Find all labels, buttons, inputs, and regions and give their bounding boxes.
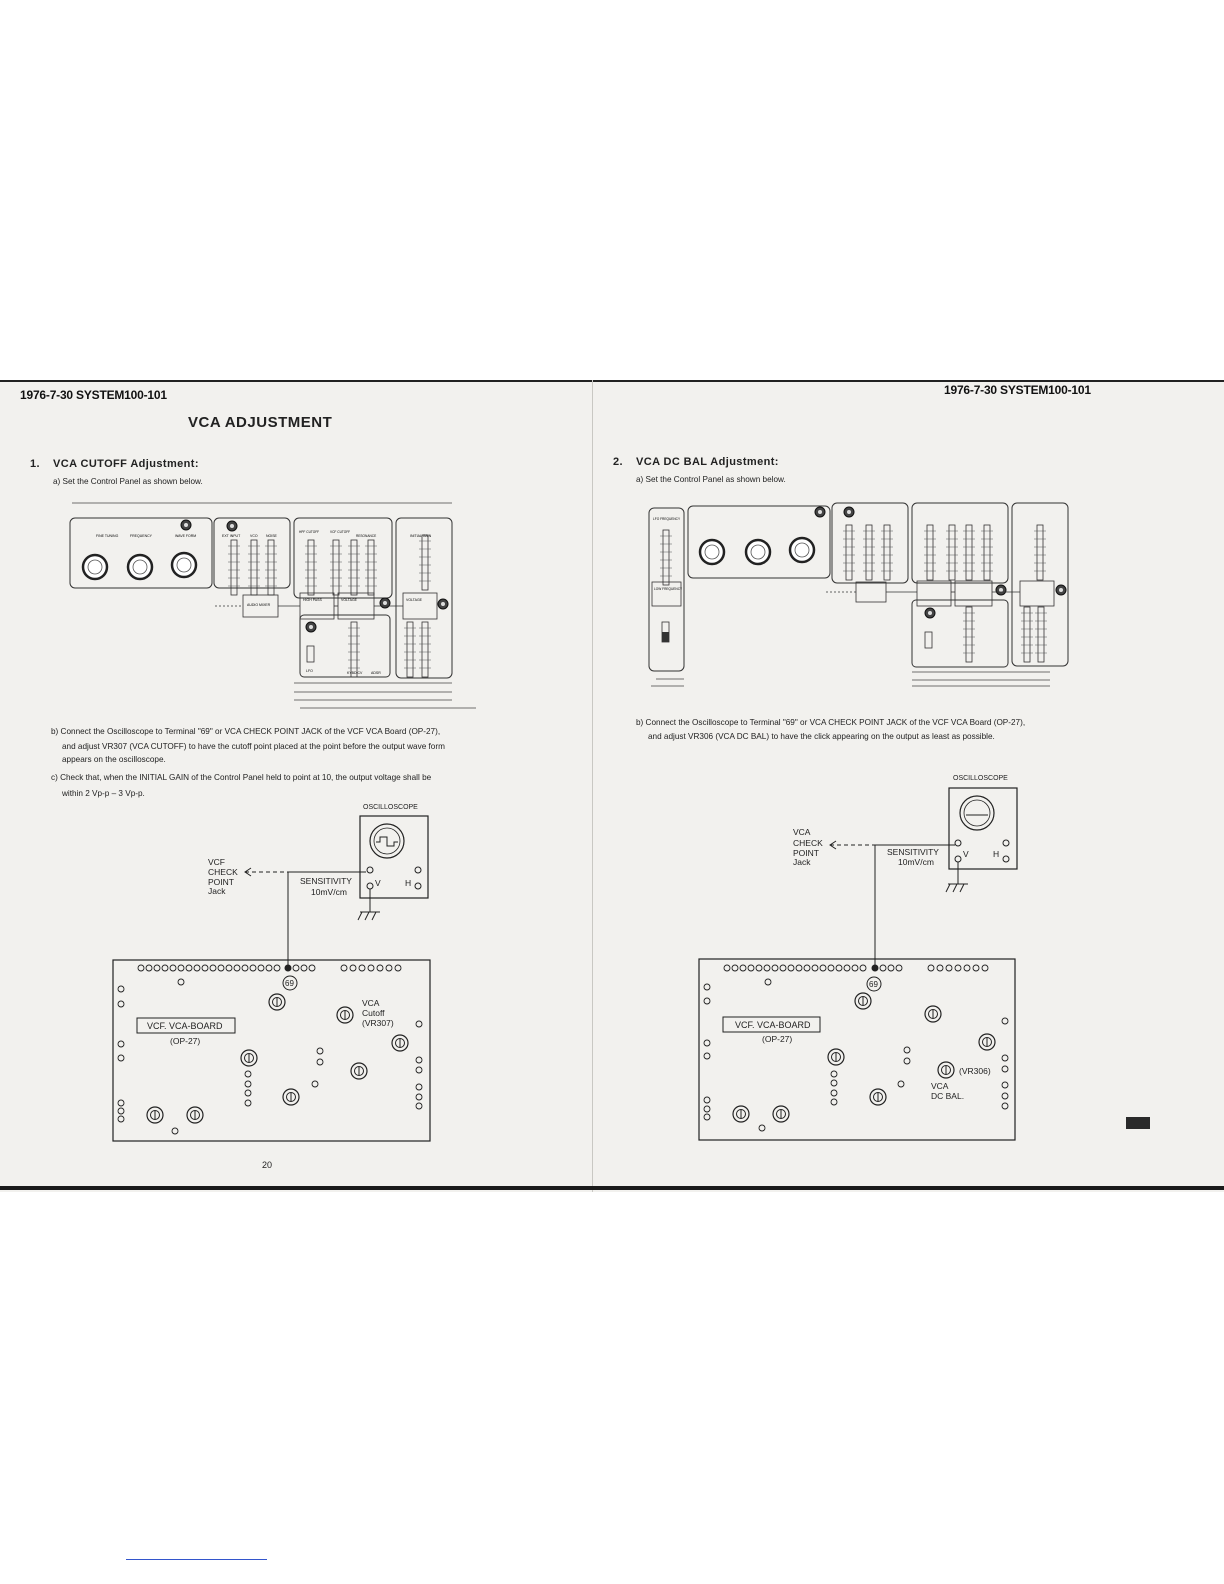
label-initial-gain: INITIAL GAIN xyxy=(410,534,432,538)
page-title: VCA ADJUSTMENT xyxy=(188,414,333,431)
left-section-title: VCA CUTOFF Adjustment: xyxy=(53,458,199,470)
label-audio-mixer: AUDIO MIXER xyxy=(247,603,271,607)
left-step-c-line1: c) Check that, when the INITIAL GAIN of … xyxy=(51,773,432,782)
left-vr-line1: VCA xyxy=(362,998,380,1008)
right-terminal-69: 69 xyxy=(869,980,878,989)
left-vr-line2: Cutoff xyxy=(362,1008,385,1018)
label-lfo-frequency: LFO FREQUENCY xyxy=(653,517,681,521)
label-vca-block: VOLTAGE xyxy=(406,598,423,602)
left-osc-v: V xyxy=(375,878,381,888)
bottom-edge xyxy=(0,1186,1224,1190)
left-sensitivity-value: 10mV/cm xyxy=(311,887,347,897)
label-ext-input: EXT INPUT xyxy=(222,534,241,538)
left-oscilloscope xyxy=(244,815,429,965)
label-lfo: LFO xyxy=(306,669,313,673)
corner-marker xyxy=(1126,1117,1150,1129)
left-check-line4: Jack xyxy=(208,886,226,896)
right-vr-line1: (VR306) xyxy=(959,1066,991,1076)
label-low-frequency-oscillator: LOW FREQUENCY xyxy=(654,587,683,591)
right-step-a: a) Set the Control Panel as shown below. xyxy=(636,475,786,484)
right-check-line1: VCA xyxy=(793,827,811,837)
blue-line xyxy=(126,1559,267,1560)
left-section-number: 1. xyxy=(30,458,40,470)
left-pcb-board xyxy=(112,959,431,1142)
left-step-c-line2: within 2 Vp-p – 3 Vp-p. xyxy=(62,789,145,798)
right-section-title: VCA DC BAL Adjustment: xyxy=(636,456,779,468)
left-check-line1: VCF xyxy=(208,857,225,867)
page-number: 20 xyxy=(262,1160,273,1170)
label-hpf-cutoff: HPF CUTOFF xyxy=(299,530,319,534)
left-step-b-line1: b) Connect the Oscilloscope to Terminal … xyxy=(51,727,441,736)
label-vcf-block: VOLTAGE xyxy=(341,598,358,602)
left-check-line3: POINT xyxy=(208,877,234,887)
left-step-b-line3: appears on the oscilloscope. xyxy=(62,755,166,764)
right-section-number: 2. xyxy=(613,456,623,468)
right-sensitivity-value: 10mV/cm xyxy=(898,857,934,867)
label-high-pass: HIGH PASS xyxy=(303,598,322,602)
label-kybd: KYBD CV xyxy=(347,671,363,675)
right-board-sub: (OP-27) xyxy=(762,1034,793,1044)
label-noise: NOISE xyxy=(266,534,278,538)
left-board-label: VCF. VCA-BOARD xyxy=(147,1021,223,1031)
right-board-label: VCF. VCA-BOARD xyxy=(735,1020,811,1030)
right-header: 1976-7-30 SYSTEM100-101 xyxy=(944,383,1091,397)
label-vco: VCO xyxy=(250,534,258,538)
right-check-line2: CHECK xyxy=(793,838,823,848)
label-wave-form: WAVE FORM xyxy=(175,534,196,538)
right-vr-line3: DC BAL. xyxy=(931,1091,965,1101)
right-oscilloscope xyxy=(829,787,1018,965)
left-step-a: a) Set the Control Panel as shown below. xyxy=(53,477,203,486)
right-check-line3: POINT xyxy=(793,848,819,858)
label-resonance: RESONANCE xyxy=(356,534,376,538)
left-check-line2: CHECK xyxy=(208,867,238,877)
left-step-b-line2: and adjust VR307 (VCA CUTOFF) to have th… xyxy=(62,742,445,751)
right-vr-line2: VCA xyxy=(931,1081,949,1091)
left-oscilloscope-label: OSCILLOSCOPE xyxy=(363,804,418,811)
right-oscilloscope-label: OSCILLOSCOPE xyxy=(953,775,1008,782)
right-control-panel: LFO FREQUENCY LOW FREQUENCY xyxy=(648,502,1069,687)
right-osc-h: H xyxy=(993,849,1000,859)
label-vcf-cutoff: VCF CUTOFF xyxy=(330,530,350,534)
right-step-b-line1: b) Connect the Oscilloscope to Terminal … xyxy=(636,718,1026,727)
label-frequency: FREQUENCY xyxy=(130,534,153,538)
label-adsr: ADSR xyxy=(371,671,381,675)
right-step-b-line2: and adjust VR306 (VCA DC BAL) to have th… xyxy=(648,732,995,741)
label-fine-tuning: FINE TUNING xyxy=(96,534,119,538)
left-header: 1976-7-30 SYSTEM100-101 xyxy=(20,388,167,402)
left-vr-line3: (VR307) xyxy=(362,1018,394,1028)
right-check-line4: Jack xyxy=(793,857,811,867)
right-sensitivity-label: SENSITIVITY xyxy=(887,847,939,857)
left-terminal-69: 69 xyxy=(285,979,294,988)
left-sensitivity-label: SENSITIVITY xyxy=(300,876,352,886)
left-osc-h: H xyxy=(405,878,412,888)
left-control-panel: FINE TUNING FREQUENCY WAVE FORM EXT INPU… xyxy=(69,502,476,709)
right-osc-v: V xyxy=(963,849,969,859)
right-pcb-board xyxy=(698,958,1016,1141)
scanned-spread xyxy=(0,380,1224,1192)
left-board-sub: (OP-27) xyxy=(170,1036,201,1046)
page-gutter xyxy=(592,380,593,1192)
